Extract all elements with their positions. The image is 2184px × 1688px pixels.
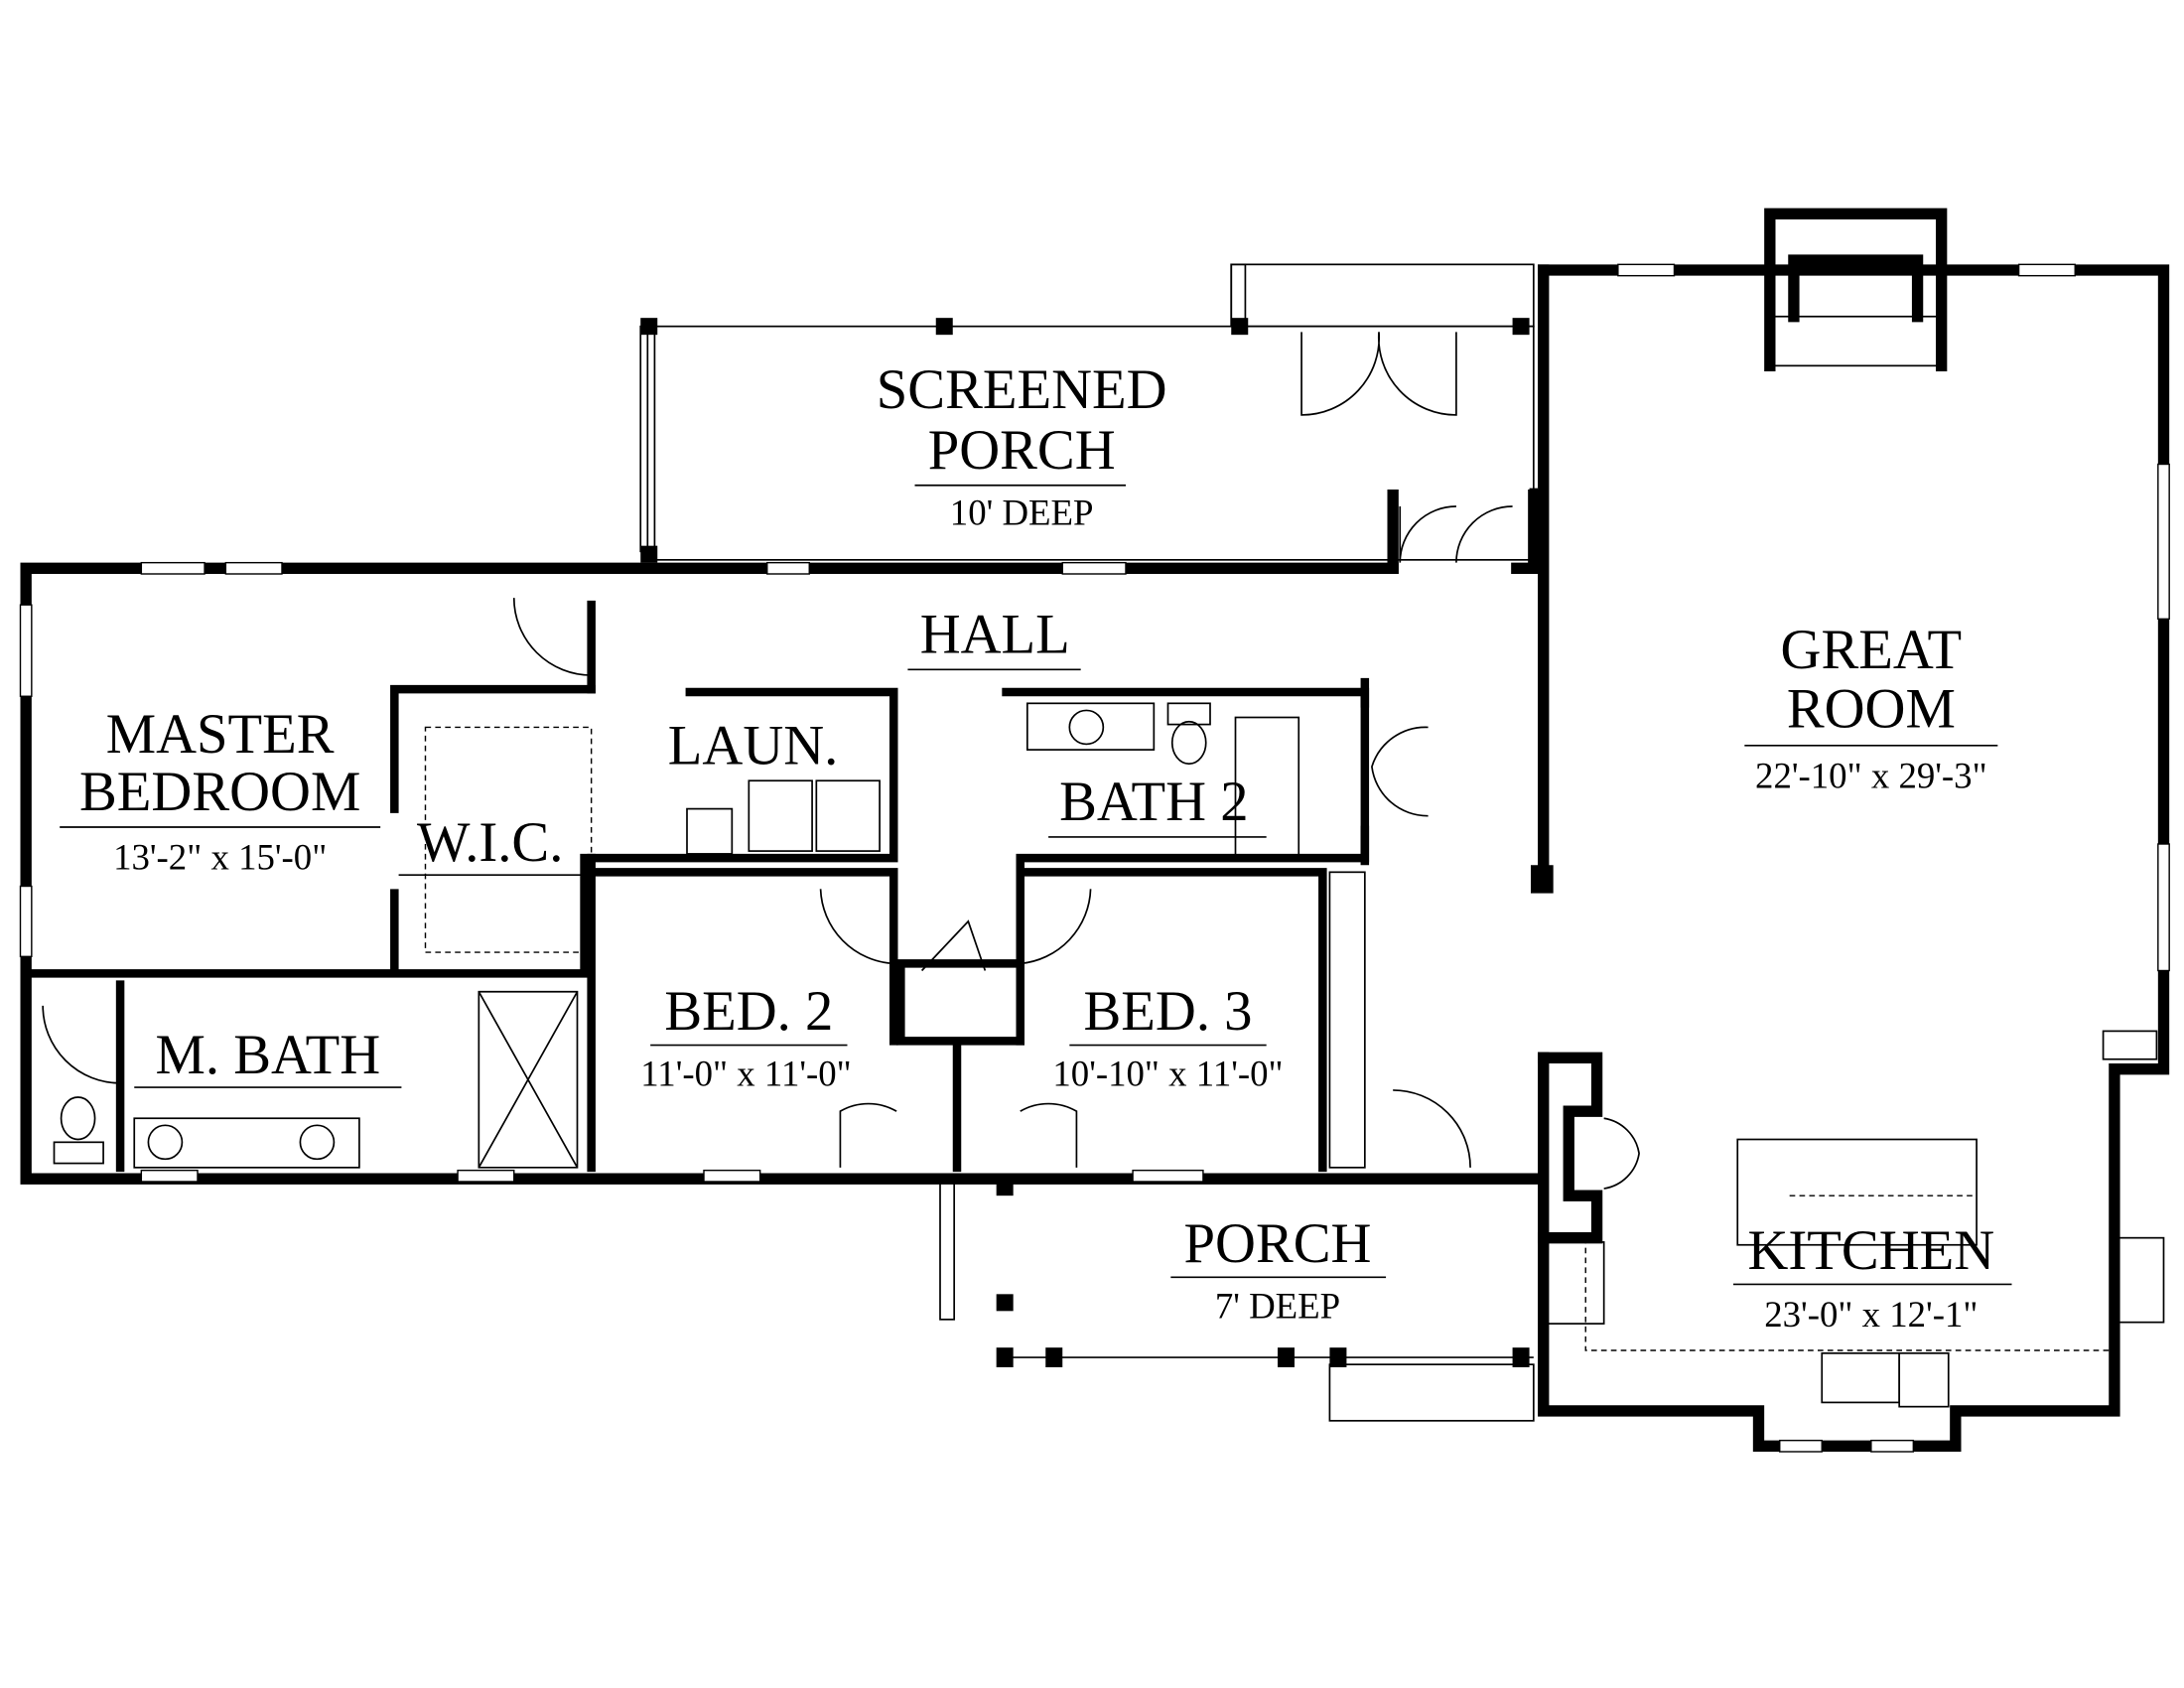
kitchen-label: KITCHEN — [1748, 1220, 1995, 1282]
master-bedroom-dimension: 13'-2" x 15'-0" — [113, 837, 327, 878]
fixtures — [53, 702, 2165, 1408]
master-bedroom-label: MASTER — [106, 704, 335, 766]
kitchen-dimension: 23'-0" x 12'-1" — [1764, 1294, 1978, 1335]
great-room-label-2: ROOM — [1787, 678, 1956, 740]
master-bath-label: M. BATH — [156, 1025, 381, 1086]
porch-dimension: 7' DEEP — [1215, 1285, 1340, 1326]
windows — [19, 263, 2170, 1453]
screened-porch-area — [639, 263, 1535, 563]
porch-label: PORCH — [1184, 1213, 1372, 1275]
master-bedroom-label-2: BEDROOM — [79, 762, 360, 823]
bed2-dimension: 11'-0" x 11'-0" — [640, 1054, 851, 1094]
doors — [42, 505, 1640, 1190]
great-room-label: GREAT — [1781, 620, 1963, 681]
room-labels: SCREENED PORCH 10' DEEP HALL GREAT ROOM … — [60, 359, 2012, 1335]
walls — [20, 208, 2170, 1452]
hall-label: HALL — [920, 604, 1070, 665]
bed3-label: BED. 3 — [1084, 981, 1253, 1043]
bath2-label: BATH 2 — [1059, 772, 1248, 833]
bed3-dimension: 10'-10" x 11'-0" — [1052, 1054, 1283, 1094]
laundry-label: LAUN. — [668, 715, 839, 776]
bed2-label: BED. 2 — [664, 981, 833, 1043]
screened-porch-label-2: PORCH — [928, 420, 1116, 482]
screened-porch-label: SCREENED — [877, 359, 1167, 421]
wic-label: W.I.C. — [417, 812, 563, 874]
screened-porch-dimension: 10' DEEP — [950, 492, 1094, 532]
great-room-dimension: 22'-10" x 29'-3" — [1755, 755, 1987, 795]
front-porch-area — [939, 1178, 1535, 1422]
